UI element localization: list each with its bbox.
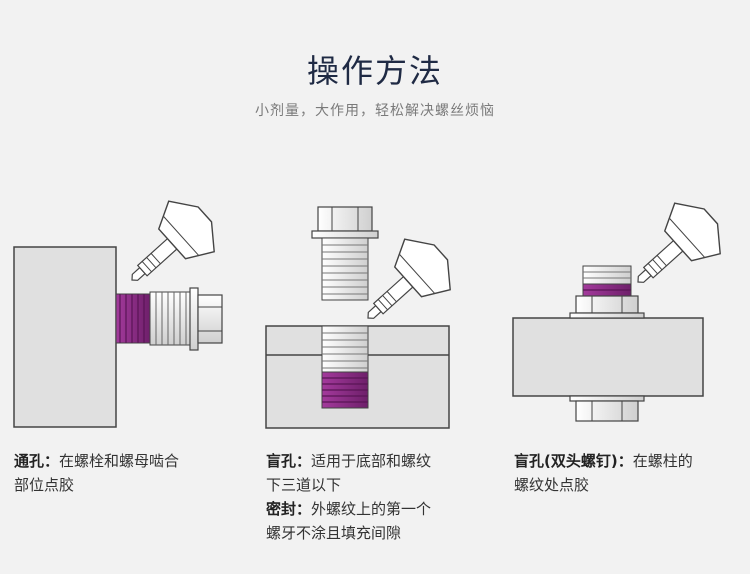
through-hole-caption: 通孔：在螺栓和螺母啮合 部位点胶 <box>14 449 234 497</box>
glue-thread-section <box>115 293 151 344</box>
blind-hole-label: 盲孔： <box>266 452 312 470</box>
stud-text-1: 在螺柱的 <box>632 452 693 470</box>
glue-bottle-3 <box>637 202 721 283</box>
through-hole-diagram <box>13 200 223 428</box>
glue-bottle-1 <box>131 200 215 281</box>
blind-hole-bolt-head <box>311 206 379 239</box>
page-title: 操作方法 <box>306 52 443 90</box>
stud-caption: 盲孔(双头螺钉)：在螺柱的 螺纹处点胶 <box>514 449 744 497</box>
stud-label: 盲孔(双头螺钉)： <box>514 452 633 470</box>
through-hole-nut <box>189 287 223 351</box>
blind-hole-caption: 盲孔：适用于底部和螺纹 下三道以下 密封：外螺纹上的第一个 螺牙不涂且填充间隙 <box>266 449 486 545</box>
blind-hole-lower-thread <box>321 325 369 373</box>
bolt-thread-section <box>149 291 191 346</box>
stud-glue <box>582 283 632 297</box>
blind-hole-upper-thread <box>321 237 369 301</box>
seal-text-2: 螺牙不涂且填充间隙 <box>266 524 402 542</box>
through-hole-label: 通孔： <box>14 452 60 470</box>
stud-upper-thread <box>582 265 632 285</box>
stud-diagram <box>512 202 721 422</box>
stud-block <box>512 317 704 397</box>
through-hole-text-1: 在螺栓和螺母啮合 <box>59 452 180 470</box>
stud-top-nut <box>569 295 645 319</box>
seal-label: 密封： <box>266 500 312 518</box>
blind-hole-text-2: 下三道以下 <box>266 476 342 494</box>
glue-bottle-2 <box>367 238 451 319</box>
blind-hole-diagram <box>265 206 451 429</box>
seal-text-1: 外螺纹上的第一个 <box>311 500 432 518</box>
blind-hole-glue <box>321 371 369 409</box>
stud-bottom-nut <box>569 395 645 422</box>
blind-hole-text-1: 适用于底部和螺纹 <box>311 452 432 470</box>
through-hole-block <box>13 246 117 428</box>
page-subtitle: 小剂量，大作用，轻松解决螺丝烦恼 <box>255 103 495 119</box>
stud-text-2: 螺纹处点胶 <box>514 476 590 494</box>
through-hole-text-2: 部位点胶 <box>14 476 75 494</box>
